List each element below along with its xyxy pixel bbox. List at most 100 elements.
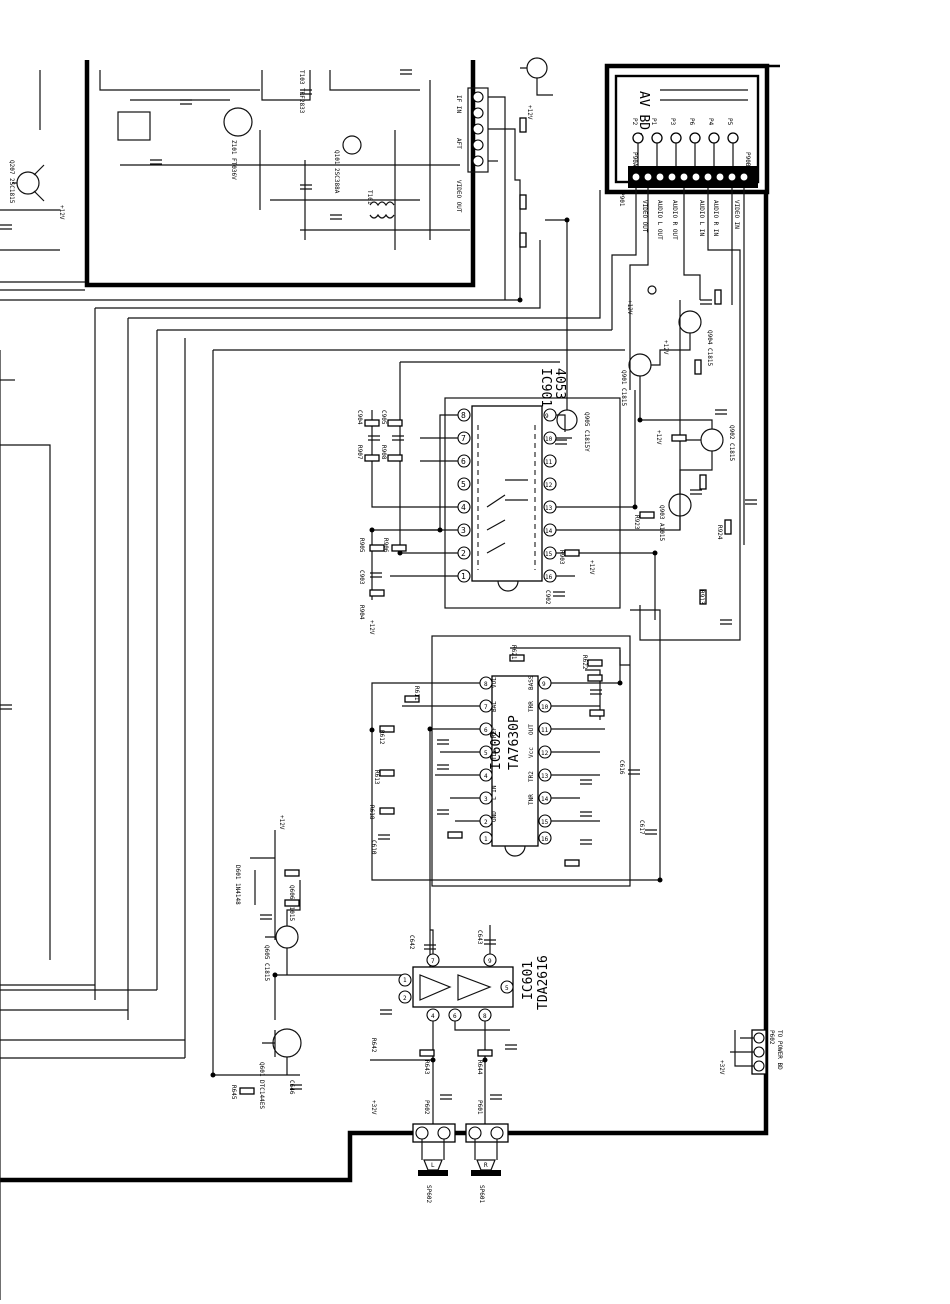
svg-text:8: 8: [461, 411, 466, 420]
aft-label: AFT: [455, 138, 462, 149]
svg-text:VOL: VOL: [491, 677, 498, 688]
svg-text:P5: P5: [726, 118, 733, 126]
svg-text:+32V: +32V: [370, 1100, 377, 1115]
svg-text:Q207 2SC1815: Q207 2SC1815: [8, 160, 15, 204]
sig-video-out: VIDEO OUT: [641, 200, 648, 233]
svg-text:+32V: +32V: [718, 1060, 725, 1075]
svg-text:R906: R906: [382, 538, 389, 553]
ic901-right-pins: 9 10 11 12 13 14 15 16: [543, 408, 557, 583]
svg-text:Q601 DTC144ES: Q601 DTC144ES: [258, 1062, 265, 1109]
svg-text:D601 1N4148: D601 1N4148: [234, 865, 241, 905]
svg-text:R612: R612: [378, 730, 385, 745]
svg-text:REF: REF: [491, 727, 498, 738]
svg-text:8: 8: [484, 681, 488, 688]
svg-text:Q903 A1015: Q903 A1015: [658, 505, 665, 542]
svg-text:13: 13: [541, 773, 549, 780]
svg-text:C903: C903: [358, 570, 365, 585]
svg-text:1: 1: [461, 572, 466, 581]
svg-text:C905: C905: [380, 410, 387, 425]
svg-text:9: 9: [545, 413, 549, 420]
left-edge: Q207 2SC1815 +12V: [0, 70, 65, 251]
svg-text:5: 5: [484, 750, 488, 757]
svg-text:3: 3: [484, 796, 488, 803]
svg-text:+12V: +12V: [58, 205, 65, 220]
svg-text:+12V: +12V: [588, 560, 595, 575]
svg-text:R621: R621: [510, 645, 517, 660]
av-signal-labels: VIDEO OUT AUDIO L OUT AUDIO R OUT AUDIO …: [641, 200, 740, 240]
q605-q606: Q605 C1815 Q606 A1015 +12V D601 1N4148: [234, 815, 301, 982]
passive-components: [0, 69, 757, 1100]
svg-text:+12V: +12V: [662, 340, 669, 355]
svg-text:4: 4: [484, 773, 488, 780]
svg-text:T101: T101: [366, 190, 373, 205]
svg-text:BAL: BAL: [491, 701, 498, 712]
ic602-part: TA7630P: [507, 715, 522, 770]
speakers: P602 P601 L R SP602 SP601: [412, 1100, 509, 1203]
svg-text:+12V: +12V: [278, 815, 285, 830]
sig-audio-r-in: AUDIO R IN: [712, 200, 719, 237]
ic602-right-pins: 9 10 11 12 13 14 15 16: [538, 676, 552, 845]
svg-text:16: 16: [541, 836, 549, 843]
svg-text:11: 11: [545, 459, 553, 466]
svg-text:2: 2: [461, 549, 466, 558]
svg-text:P602: P602: [423, 1100, 430, 1115]
svg-text:7: 7: [461, 434, 466, 443]
svg-text:TNR: TNR: [528, 794, 535, 805]
svg-text:SP602: SP602: [425, 1185, 432, 1203]
svg-text:+12V: +12V: [526, 105, 533, 120]
sig-audio-r-out: AUDIO R OUT: [671, 200, 678, 240]
svg-text:P602: P602: [768, 1030, 775, 1045]
svg-text:Q101 2SC388A: Q101 2SC388A: [333, 150, 340, 194]
svg-text:6: 6: [461, 457, 466, 466]
transistor-symbol: [556, 409, 578, 431]
svg-text:TRR: TRR: [528, 701, 535, 712]
transistor-symbol: [526, 57, 548, 79]
svg-text:1: 1: [484, 836, 488, 843]
ic901-part: 4053: [552, 368, 567, 399]
svg-text:14: 14: [541, 796, 549, 803]
switch-transistors: Q901 C1815 Q902 C1815 Q903 A1015 Q904 C1…: [620, 300, 735, 542]
ic901-left-pins: 8 7 6 5 4 3 2 1: [457, 408, 471, 583]
svg-text:TR2: TR2: [528, 771, 535, 782]
svg-text:C902: C902: [544, 590, 551, 605]
svg-text:+12V: +12V: [655, 430, 662, 445]
svg-text:P1: P1: [650, 118, 657, 126]
svg-text:5: 5: [505, 985, 509, 992]
svg-text:14: 14: [545, 528, 553, 535]
svg-text:5: 5: [461, 480, 466, 489]
svg-text:R645: R645: [230, 1085, 237, 1100]
svg-text:2: 2: [403, 995, 407, 1002]
svg-text:4: 4: [431, 1013, 435, 1020]
svg-text:T103 TRF2833: T103 TRF2833: [298, 70, 305, 114]
svg-text:P901: P901: [618, 192, 625, 207]
ic602: IC602 TA7630P 8 7 6 5 4 3 2 1 9 10 11 12…: [431, 635, 631, 887]
if-in-label: IF IN: [455, 95, 462, 113]
svg-text:12: 12: [545, 482, 553, 489]
svg-text:P601: P601: [476, 1100, 483, 1115]
svg-text:SP601: SP601: [478, 1185, 485, 1203]
svg-text:R905: R905: [358, 538, 365, 553]
svg-text:R904: R904: [358, 605, 365, 620]
svg-text:BASS: BASS: [528, 675, 535, 690]
video-out-label: VIDEO OUT: [455, 180, 462, 213]
svg-text:10: 10: [541, 704, 549, 711]
svg-text:L: L: [431, 1162, 435, 1169]
sig-audio-l-in: AUDIO L IN: [698, 200, 705, 237]
svg-text:Q605 C1815: Q605 C1815: [263, 945, 270, 982]
av-board: AV BD. P2 P1 P3 P6 P4 P5 P90A P90B P901: [618, 89, 758, 207]
svg-text:R644: R644: [476, 1060, 483, 1075]
bus-wires: [0, 190, 625, 1300]
svg-text:R903: R903: [558, 550, 565, 565]
svg-text:C617: C617: [638, 820, 645, 835]
svg-text:C616: C616: [618, 760, 625, 775]
svg-text:TLL: TLL: [491, 749, 498, 760]
svg-text:6: 6: [453, 1013, 457, 1020]
svg-text:R622: R622: [581, 655, 588, 670]
svg-text:P3: P3: [669, 118, 676, 126]
svg-text:R611: R611: [413, 686, 420, 701]
av-connector-row: [628, 166, 758, 188]
sig-audio-l-out: AUDIO L OUT: [656, 200, 663, 240]
svg-text:15: 15: [541, 819, 549, 826]
svg-text:6: 6: [484, 727, 488, 734]
